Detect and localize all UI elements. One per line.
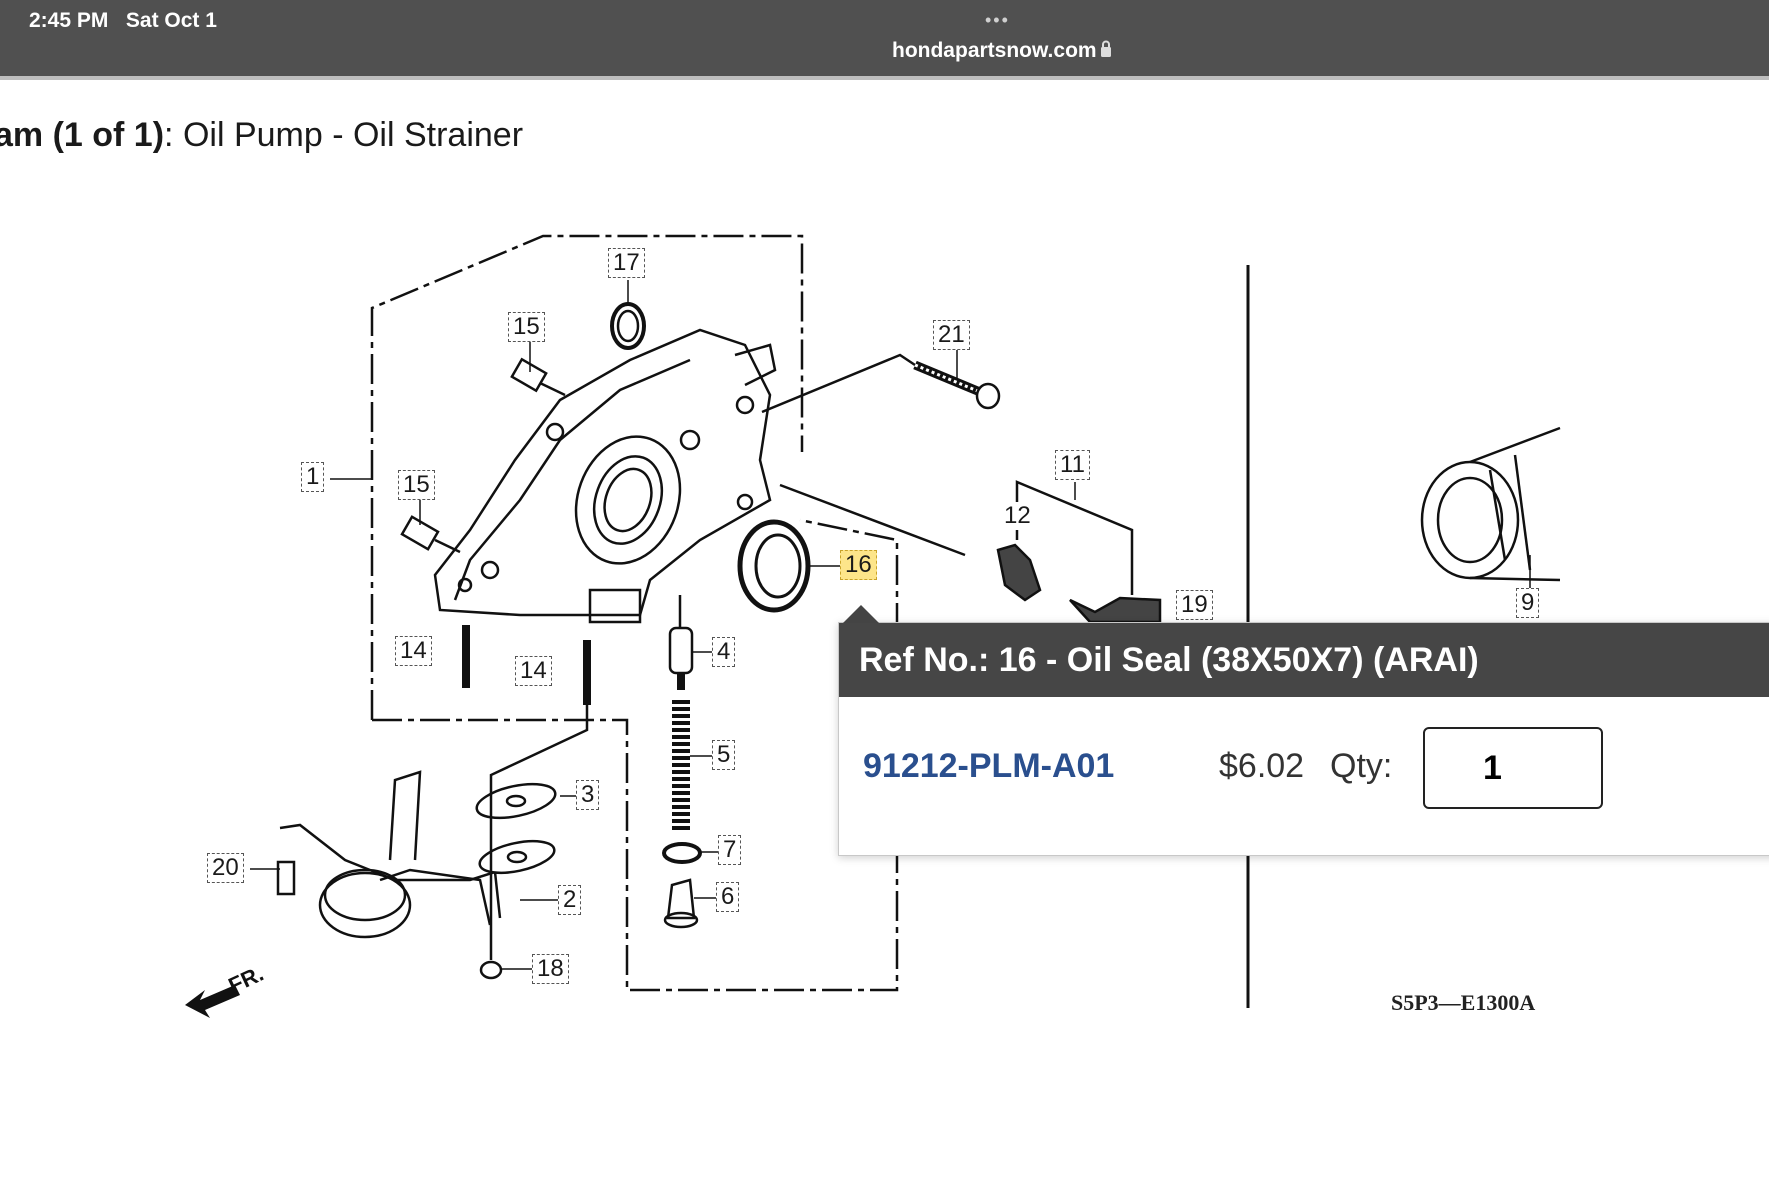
callout-4[interactable]: 4	[712, 637, 736, 667]
callout-15b[interactable]: 15	[398, 470, 435, 500]
callout-11[interactable]: 11	[1055, 450, 1090, 480]
front-arrow	[185, 985, 240, 1018]
page-title: am (1 of 1): Oil Pump - Oil Strainer	[0, 116, 524, 154]
callout-19[interactable]: 19	[1176, 590, 1213, 620]
popup-ref-title: Ref No.: 16 - Oil Seal (38X50X7) (ARAI)	[839, 623, 1769, 697]
qty-input[interactable]	[1423, 727, 1603, 809]
callout-7[interactable]: 7	[718, 835, 742, 865]
callout-3[interactable]: 3	[576, 780, 600, 810]
callout-2[interactable]: 2	[558, 885, 582, 915]
tab-menu-dots[interactable]: •••	[985, 10, 1010, 30]
callout-9[interactable]: 9	[1516, 588, 1540, 618]
oil-strainer	[276, 705, 589, 980]
relief-valve-parts	[662, 595, 702, 929]
callout-21[interactable]: 21	[933, 320, 970, 350]
callout-14a[interactable]: 14	[395, 636, 432, 666]
callout-6[interactable]: 6	[716, 882, 740, 912]
clip-12	[996, 543, 1042, 602]
parts-diagram: FR.	[185, 234, 1561, 1018]
callout-17[interactable]: 17	[608, 248, 645, 278]
toolbar-divider	[0, 76, 1769, 80]
callout-1[interactable]: 1	[301, 462, 325, 492]
callout-16[interactable]: 16	[840, 550, 877, 580]
callout-20[interactable]: 20	[207, 853, 244, 883]
popup-pointer	[843, 605, 879, 623]
part-popup: Ref No.: 16 - Oil Seal (38X50X7) (ARAI) …	[838, 605, 1769, 856]
part-number-link[interactable]: 91212-PLM-A01	[863, 747, 1115, 785]
callout-18[interactable]: 18	[532, 954, 569, 984]
dowel-pins	[400, 357, 566, 554]
status-bar: 2:45 PM Sat Oct 1 ••• hondapartsnow.com	[0, 0, 1769, 76]
callout-14b[interactable]: 14	[515, 656, 552, 686]
o-ring-17	[610, 302, 646, 350]
oil-pump-body	[433, 328, 777, 624]
studs-14	[462, 625, 591, 705]
callout-12[interactable]: 12	[1000, 502, 1035, 530]
address-bar-url[interactable]: hondapartsnow.com	[892, 39, 1097, 62]
callout-5[interactable]: 5	[712, 740, 736, 770]
oil-filter-9	[1420, 426, 1561, 582]
clip-19	[1069, 596, 1162, 624]
callout-15a[interactable]: 15	[508, 312, 545, 342]
status-time: 2:45 PM Sat Oct 1	[29, 9, 217, 32]
diagram-code: S5P3—E1300A	[1391, 990, 1536, 1015]
bolt-21	[761, 353, 1001, 414]
group-outline	[370, 234, 899, 992]
lock-icon	[1101, 40, 1111, 57]
qty-label: Qty:	[1330, 747, 1393, 785]
part-price: $6.02	[1219, 747, 1305, 785]
leader-lines	[250, 280, 1531, 970]
